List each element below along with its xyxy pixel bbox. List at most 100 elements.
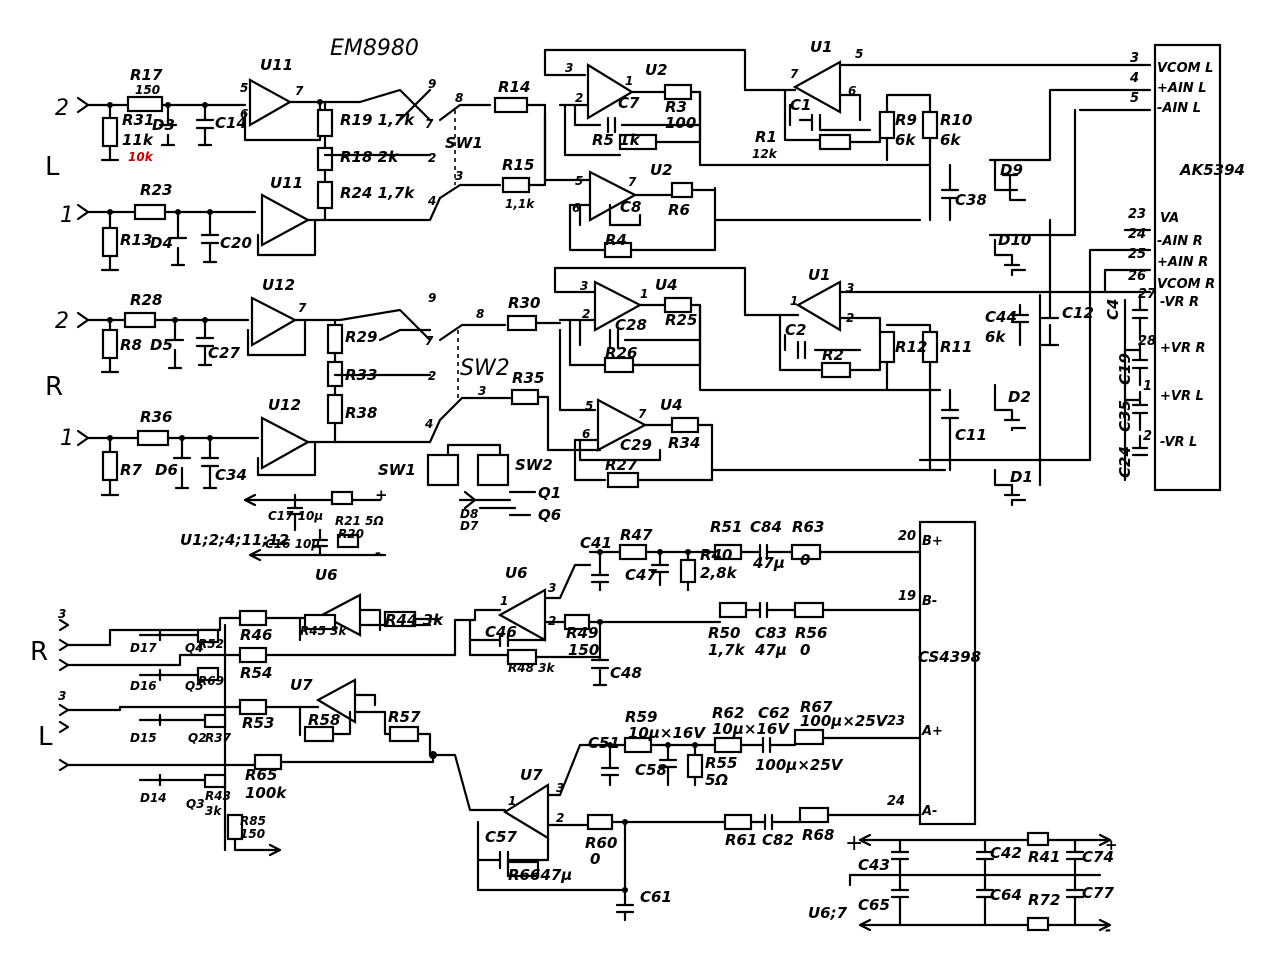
- supply-decoupling-1: [243, 490, 387, 562]
- cs4398-label: CS4398: [918, 648, 981, 666]
- r21-value: 5Ω: [365, 514, 384, 528]
- r20-ref: R20: [338, 527, 364, 541]
- supply-plus-1: +: [375, 486, 388, 504]
- r28-ref: R28: [130, 291, 162, 309]
- sw1-detail-label: SW1: [378, 461, 416, 479]
- r19-value: 1,7k: [378, 111, 416, 129]
- c42-ref: C42: [990, 844, 1022, 862]
- u1-top-stage: [743, 60, 1152, 151]
- u12-opamp-top: [250, 296, 298, 347]
- r14-ref: R14: [498, 78, 530, 96]
- r5-value: 1k: [619, 131, 640, 149]
- u11-opamp-top: [248, 78, 293, 127]
- u6-main-stage: [428, 563, 722, 687]
- sw1-pin8: 8: [455, 91, 463, 105]
- c57-ref: C57: [485, 828, 517, 846]
- r10-ref: R10: [940, 111, 972, 129]
- r17-value: 150: [135, 83, 160, 97]
- right-resistor-ladder: [326, 318, 442, 444]
- d6-ref: D6: [155, 461, 178, 479]
- c12-ref: C12: [1062, 304, 1094, 322]
- u4-top-stage: [553, 266, 942, 392]
- c24-ref: C24: [1116, 446, 1134, 478]
- u2-top-pin2: 2: [575, 91, 583, 105]
- c44-cap: [1010, 303, 1030, 347]
- r56-ref: R56: [795, 624, 827, 642]
- out-r-pin3: 3: [58, 607, 66, 621]
- r52-ref: R52: [198, 637, 224, 651]
- c14-ref: C14: [215, 114, 247, 132]
- sw1-pin2: 2: [428, 151, 436, 165]
- c61-ref: C61: [640, 888, 672, 906]
- c11-ref: C11: [955, 426, 987, 444]
- ak-pin-num-1: 4: [1129, 71, 1139, 86]
- cs4398-chip: [918, 520, 977, 826]
- u12-bottom-ref: U12: [268, 396, 301, 414]
- r6-ref: R6: [668, 201, 690, 219]
- r26-ref: R26: [605, 344, 637, 362]
- r69-ref: R69: [198, 674, 224, 688]
- u4-top-pin2: 2: [582, 307, 590, 321]
- sw2-pin8: 8: [476, 307, 484, 321]
- r49-value: 150: [568, 641, 599, 659]
- ak-pin-name-3: VA: [1160, 211, 1179, 226]
- u1-bottom-stage: [743, 280, 1152, 379]
- r35-ref: R35: [512, 369, 544, 387]
- r14-resistor: [493, 96, 529, 114]
- u4-bottom-ref: U4: [660, 396, 683, 414]
- u2-bot-pin5: 5: [575, 174, 583, 188]
- r24-value: 1,7k: [378, 184, 416, 202]
- cs-pin-num-3: 24: [887, 794, 905, 809]
- u4-top-pin3: 3: [580, 279, 588, 293]
- r41-label: R41: [1028, 848, 1060, 866]
- c82-ref: C82: [762, 831, 794, 849]
- r40-ref: R40: [700, 546, 732, 564]
- cs-pin-num-1: 19: [898, 589, 916, 604]
- d2-ref: D2: [1008, 388, 1031, 406]
- u2-top-pin1: 1: [625, 74, 633, 88]
- ak-pin-name-6: VCOM R: [1157, 277, 1215, 292]
- r13-ref: R13: [120, 231, 152, 249]
- c44-ref: C44: [985, 308, 1017, 326]
- sw2-pin7: 7: [425, 334, 434, 348]
- d8-ref: D8: [460, 507, 478, 521]
- r9-value: 6k: [895, 131, 916, 149]
- r9-resistor: [878, 110, 896, 140]
- ak-pin-name-8: +VR R: [1160, 341, 1206, 356]
- sw2-label: SW2: [460, 356, 510, 381]
- r4-ref: R4: [605, 231, 627, 249]
- u1-bottom-ref: U1: [808, 266, 831, 284]
- c84-ref: C84: [750, 518, 782, 536]
- r48-value: 3k: [538, 661, 555, 675]
- r34-ref: R34: [668, 434, 700, 452]
- u1-top-ref: U1: [810, 38, 833, 56]
- q1-label: Q1: [538, 484, 561, 502]
- d16-ref: D16: [130, 679, 157, 693]
- r48-label: R48 3k: [508, 661, 555, 675]
- cs-pin-name-2: A+: [921, 724, 943, 739]
- ak-pin-name-4: -AIN R: [1157, 234, 1203, 249]
- r66-value: 47μ: [539, 866, 572, 884]
- u6-buffer: [66, 593, 442, 667]
- r11-ref: R11: [940, 338, 972, 356]
- c16-value: 10μ: [295, 537, 321, 551]
- r61-ref: R61: [725, 831, 757, 849]
- r59-value: 10μ×16V: [628, 724, 706, 742]
- schematic-title: EM8980: [330, 36, 419, 61]
- d7-ref: D7: [460, 519, 479, 533]
- c27-ref: C27: [208, 344, 240, 362]
- d2-diode: [993, 383, 1027, 432]
- r7-ref: R7: [120, 461, 143, 479]
- r31-ref: R31: [122, 111, 154, 129]
- input-l1-num: 1: [60, 203, 74, 228]
- q5-ref: Q5: [185, 679, 204, 693]
- c84-value: 47μ: [752, 554, 785, 572]
- r19-label: R19 1,7k: [340, 111, 415, 129]
- r43-value: 3k: [205, 804, 222, 818]
- r66-label: R6647μ: [508, 866, 572, 884]
- r63-value: 0: [800, 551, 810, 569]
- u12-opamp-bottom: [260, 416, 311, 470]
- c19-ref: C19: [1116, 353, 1134, 385]
- ak-pin-num-7: 27: [1138, 287, 1157, 302]
- sw1-pin4: 4: [427, 194, 436, 208]
